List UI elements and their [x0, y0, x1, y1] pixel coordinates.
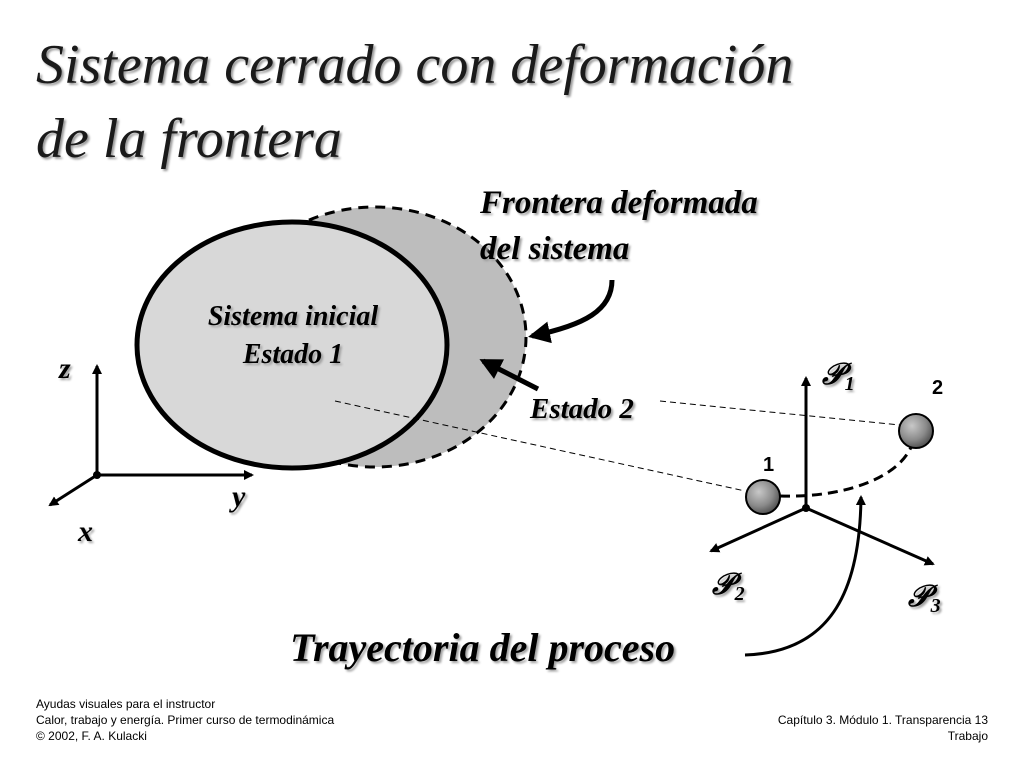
deformed-boundary-label-line-2: del sistema — [480, 231, 630, 267]
property-axes — [709, 376, 935, 566]
process-path — [779, 444, 914, 498]
initial-system-ellipse — [134, 219, 450, 471]
projection-line-state-2 — [659, 400, 901, 426]
xyz-origin — [93, 471, 101, 479]
state-1-ball — [745, 479, 781, 515]
p2-axis — [709, 506, 807, 553]
projection-lines — [334, 400, 901, 492]
state-2-ball — [898, 413, 934, 449]
trayectoria-arrow — [744, 495, 866, 657]
slide-title-line-1: Sistema cerrado con deformación — [36, 34, 794, 96]
p3-axis-label: 𝒫3 — [908, 580, 941, 618]
p1-axis-label: 𝒫1 — [822, 358, 855, 396]
footer-left-line-1: Ayudas visuales para el instructor — [36, 697, 216, 711]
estado-2-arrow — [479, 358, 540, 392]
p3-subscript: 3 — [930, 595, 941, 617]
process-trajectory-label: Trayectoria del proceso — [290, 625, 676, 670]
initial-system-label-line-1: Sistema inicial — [207, 301, 379, 332]
initial-system-label-line-2: Estado 1 — [242, 339, 344, 370]
deformed-boundary-label-line-1: Frontera deformada — [480, 185, 758, 221]
xyz-axes — [48, 364, 254, 507]
state-2-number: 2 — [932, 377, 944, 399]
state-1-number: 1 — [763, 454, 775, 476]
slide-title-line-2: de la frontera — [36, 108, 342, 170]
p2-symbol: 𝒫 — [712, 568, 734, 601]
estado-2-label: Estado 2 — [530, 393, 634, 425]
deformed-boundary-arrow — [528, 279, 615, 344]
footer-left: Ayudas visuales para el instructor Calor… — [36, 696, 334, 744]
x-axis — [48, 473, 98, 507]
footer-left-line-3: © 2002, F. A. Kulacki — [36, 729, 147, 743]
property-origin — [802, 504, 810, 512]
p1-symbol: 𝒫 — [822, 358, 844, 391]
x-axis-label: x — [78, 515, 93, 548]
p3-symbol: 𝒫 — [908, 580, 930, 613]
footer-right-line-2: Trabajo — [947, 729, 988, 743]
slide-title: Sistema cerrado con deformación de la fr… — [36, 28, 996, 176]
p1-subscript: 1 — [844, 373, 855, 395]
footer-left-line-2: Calor, trabajo y energía. Primer curso d… — [36, 713, 335, 727]
p2-axis-label: 𝒫2 — [712, 568, 745, 606]
z-axis-label: z — [59, 352, 71, 385]
footer-right-line-1: Capítulo 3. Módulo 1. Transparencia 13 — [777, 713, 988, 727]
p3-axis — [805, 506, 935, 566]
deformed-boundary-label: Frontera deformada del sistema — [480, 180, 758, 272]
p2-subscript: 2 — [734, 583, 745, 605]
initial-system-label: Sistema inicial Estado 1 — [178, 298, 408, 374]
footer-right: Capítulo 3. Módulo 1. Transparencia 13 T… — [778, 712, 988, 744]
y-axis-label: y — [232, 480, 246, 513]
